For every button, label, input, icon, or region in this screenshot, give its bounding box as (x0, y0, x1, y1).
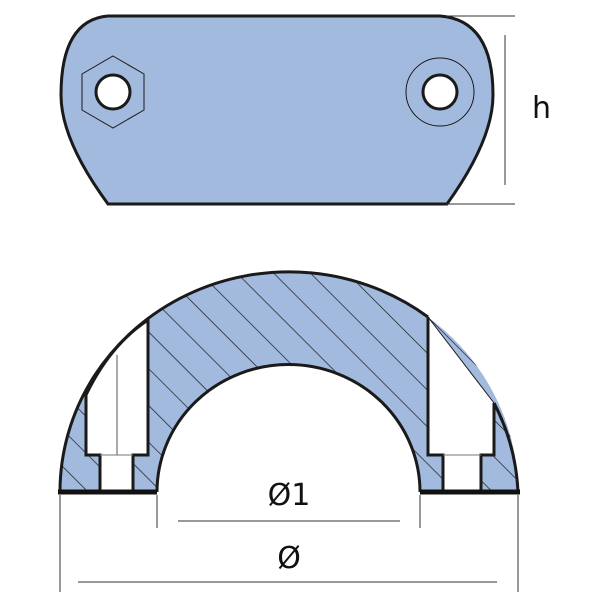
right-bolt-hole (421, 73, 459, 111)
height-label: h (532, 91, 551, 126)
height-dimension: h (446, 15, 551, 205)
left-bolt-hole (94, 73, 132, 111)
inner-diameter-label: Ø1 (268, 478, 311, 513)
outer-diameter-dimension: Ø (59, 495, 519, 592)
outer-diameter-label: Ø (277, 541, 301, 576)
inner-diameter-dimension: Ø1 (156, 478, 421, 528)
section-body (60, 272, 518, 492)
top-view-outline (59, 14, 495, 206)
hex-recess-icon (81, 55, 145, 129)
counterbore-ring (405, 57, 475, 127)
section-view (58, 270, 520, 495)
top-view (59, 14, 495, 206)
right-bore (428, 317, 494, 492)
